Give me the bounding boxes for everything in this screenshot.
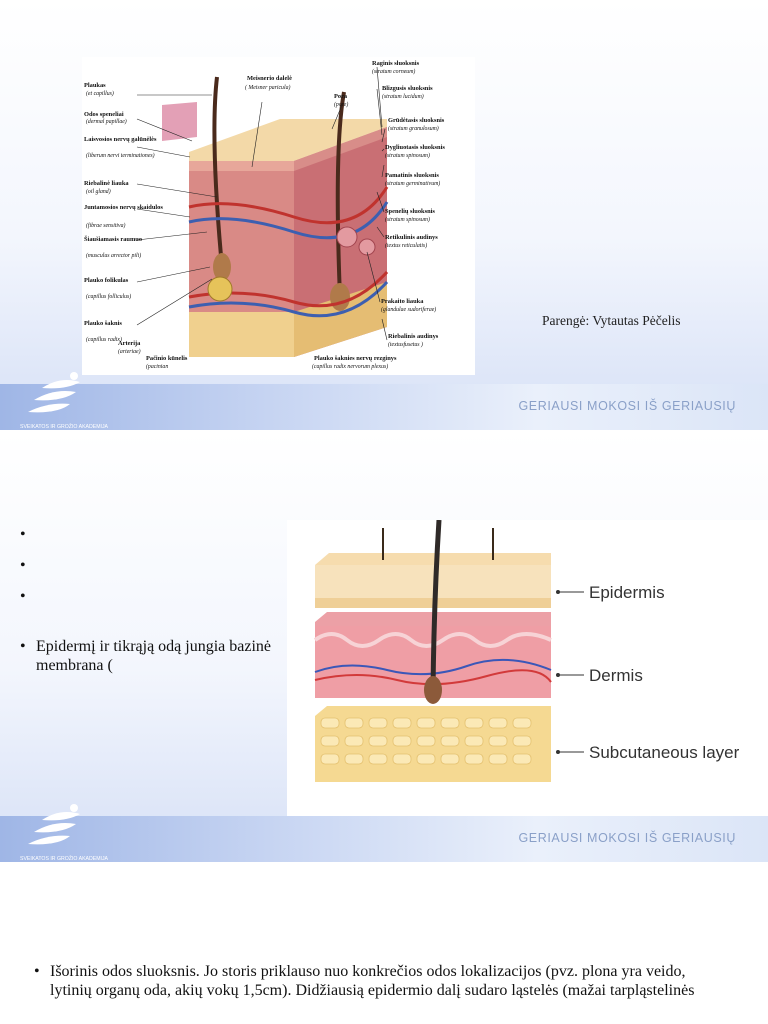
empty-bullet (20, 556, 280, 575)
label-odos-speneliai: Odos speneliai (84, 111, 124, 118)
label-plauko-saknies-nervu: Plauko šaknies nervų rezginys (314, 355, 397, 362)
label-riebalinis: Riebalinis audinys (388, 333, 439, 340)
label-pora: Pora (334, 93, 348, 100)
label-dygliuotasis: Dygliuotasis sluoksnis (385, 144, 445, 151)
skin-anatomy-diagram: Plaukas (et capillus) Odos speneliai (de… (84, 60, 445, 370)
label-prakaito-latin: (glandulae sudoriferae) (381, 306, 436, 313)
label-arterija: Arterija (118, 340, 141, 347)
label-plauko-folikulas: Plauko folikulas (84, 277, 129, 284)
label-grudetasis: Grūdėtasis sluoksnis (388, 117, 445, 124)
label-odos-speneliai-latin: (dermal papillae) (86, 118, 127, 125)
label-pamatinis: Pamatinis sluoksnis (385, 172, 439, 179)
label-speneliu-latin: (stratum spinosum) (385, 216, 430, 223)
empty-bullet (20, 525, 280, 544)
bullet-list: Išorinis odos sluoksnis. Jo storis prikl… (34, 962, 724, 1000)
skin-layers-figure: Epidermis Dermis Subcutaneous layer (287, 520, 768, 816)
label-juntamosios: Juntamosios nervų skaidulos (84, 204, 163, 211)
label-laisvosios: Laisvosios nervų galūnėlės (84, 136, 157, 143)
label-riebaline-liauka-latin: (oil gland) (86, 188, 111, 195)
epidermis-description-bullet: Išorinis odos sluoksnis. Jo storis prikl… (34, 962, 724, 1000)
skin-anatomy-figure: Plaukas (et capillus) Odos speneliai (de… (82, 57, 475, 375)
label-retikulinis: Retikulinis audinys (385, 234, 438, 241)
skin-layers-diagram: Epidermis Dermis Subcutaneous layer (313, 520, 740, 782)
label-plauko-folikulas-latin: (capillus folliculus) (86, 293, 131, 300)
empty-bullet (20, 587, 280, 606)
label-pamatinis-latin: (stratum germinativum) (385, 180, 440, 187)
label-siausiamasis: Šiaušiamasis raumuo (84, 235, 142, 243)
slide-3: Išorinis odos sluoksnis. Jo storis prikl… (0, 864, 768, 1024)
label-arterija-latin: (arteriae) (118, 348, 141, 355)
academy-logo-text: SVEIKATOS IR GROŽIO AKADEMIJA (20, 854, 108, 862)
label-retikulinis-latin: (textus reticulatis) (385, 242, 427, 249)
author-caption: Parengė: Vytautas Pėčelis (542, 313, 681, 328)
label-epidermis: Epidermis (589, 583, 665, 602)
slide-1: Plaukas (et capillus) Odos speneliai (de… (0, 0, 768, 432)
footer-tagline: GERIAUSI MOKOSI IŠ GERIAUSIŲ (518, 831, 736, 845)
label-pacinio-latin: (pacinian (146, 363, 168, 370)
label-pora-latin: (pore) (334, 101, 348, 108)
label-meisnerio-latin: ( Meisner paricula) (245, 84, 290, 91)
label-siausiamasis-latin: (musculus arrector pili) (86, 252, 141, 259)
footer-band: GERIAUSI MOKOSI IŠ GERIAUSIŲ (0, 384, 768, 432)
label-blizgusis: Blizgusis sluoksnis (382, 85, 433, 92)
label-plaukas: Plaukas (84, 82, 106, 89)
label-pacinio: Pačinio kūnelis (146, 355, 188, 362)
label-blizgusis-latin: (stratum lucidum) (382, 93, 424, 100)
label-plaukas-latin: (et capillus) (86, 90, 114, 97)
label-plauko-saknies-nervu-latin: (capillus radix nervorum plexus) (312, 363, 388, 370)
label-prakaito: Prakaito liauka (381, 298, 424, 305)
basal-membrane-bullet: Epidermį ir tikrąją odą jungia bazinė me… (20, 637, 280, 675)
label-juntamosios-latin: (fibrae sensitiva) (86, 222, 126, 229)
label-grudetasis-latin: (stratum granulosum) (388, 125, 439, 132)
label-plauko-saknis-latin: (capillus radix) (86, 336, 122, 343)
academy-logo-text: SVEIKATOS IR GROŽIO AKADEMIJA (20, 422, 108, 430)
footer-tagline: GERIAUSI MOKOSI IŠ GERIAUSIŲ (518, 399, 736, 413)
label-raginis: Raginis sluoksnis (372, 60, 420, 67)
label-subcutaneous: Subcutaneous layer (589, 743, 740, 762)
footer-band: GERIAUSI MOKOSI IŠ GERIAUSIŲ (0, 816, 768, 864)
slide-2: Epidermį ir tikrąją odą jungia bazinė me… (0, 432, 768, 864)
label-meisnerio: Meisnerio dalelė (247, 75, 292, 82)
academy-logo-icon: SVEIKATOS IR GROŽIO AKADEMIJA (20, 372, 108, 430)
label-speneliu: Spenelių sluoksnis (385, 208, 435, 215)
bullet-list: Epidermį ir tikrąją odą jungia bazinė me… (20, 525, 280, 675)
label-dygliuotasis-latin: (stratum spinosum) (385, 152, 430, 159)
label-laisvosios-latin: (liberum nervi terminationes) (86, 152, 155, 159)
label-riebaline-liauka: Riebalinė liauka (84, 180, 129, 187)
label-riebalinis-latin: (textusfusetus ) (388, 341, 423, 348)
label-dermis: Dermis (589, 666, 643, 685)
academy-logo-icon: SVEIKATOS IR GROŽIO AKADEMIJA (20, 804, 108, 862)
label-plauko-saknis: Plauko šaknis (84, 320, 122, 327)
label-raginis-latin: (stratum corneum) (372, 68, 415, 75)
